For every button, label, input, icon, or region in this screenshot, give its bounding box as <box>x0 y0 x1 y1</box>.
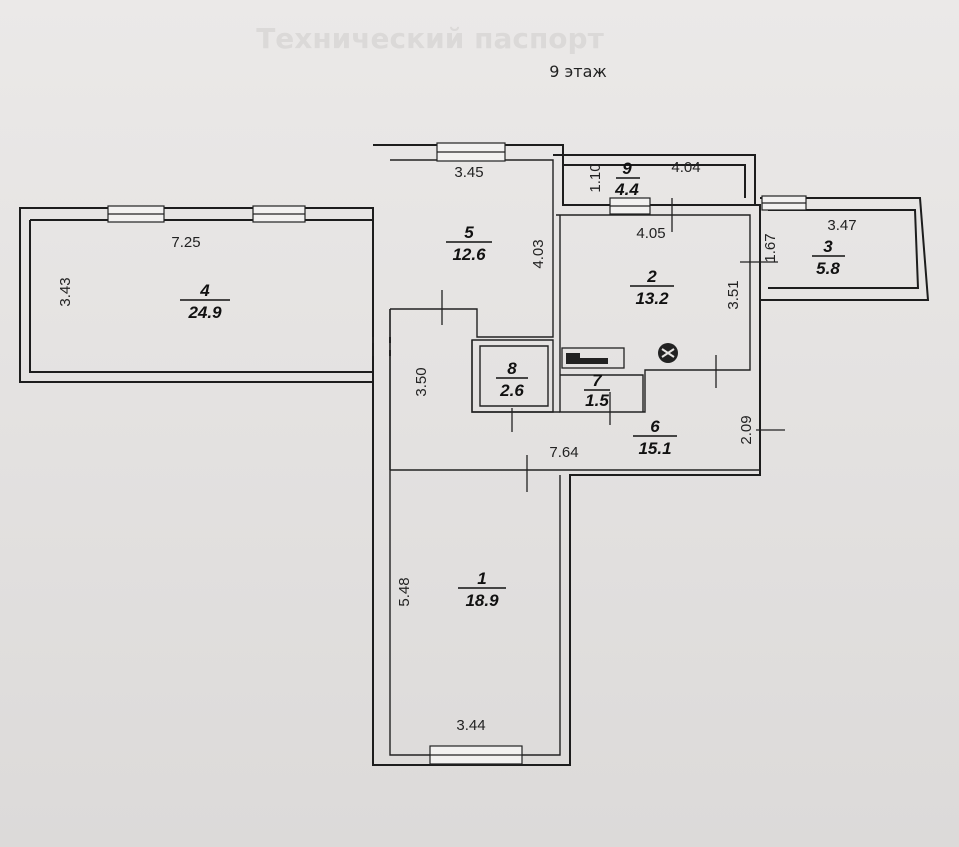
room-3-walls <box>760 197 930 301</box>
sink-icon <box>566 353 608 364</box>
room-number: 5 <box>464 223 474 242</box>
room-area: 4.4 <box>614 180 639 199</box>
walls <box>19 144 930 766</box>
dim-room-6-depth: 2.09 <box>738 415 755 444</box>
dim-room-3-depth: 1.67 <box>762 233 779 262</box>
dim-room-9-depth: 1.10 <box>587 163 604 192</box>
dim-room-5-width: 3.45 <box>454 164 483 181</box>
room-area: 2.6 <box>499 381 524 400</box>
sink-counter <box>561 347 625 369</box>
room-9-label: 9 4.4 <box>614 159 640 199</box>
room-number: 2 <box>646 267 657 286</box>
kitchen-equipment <box>561 343 678 369</box>
room-number: 1 <box>477 569 486 588</box>
door-ticks <box>441 198 785 492</box>
dimensions: 7.25 3.43 3.45 4.03 4.04 1.10 4.05 3.51 … <box>57 159 857 734</box>
room-2-label: 2 13.2 <box>630 267 674 308</box>
windows <box>107 142 807 765</box>
room-number: 3 <box>823 237 833 256</box>
room-8-inner <box>479 345 549 407</box>
room-area: 5.8 <box>816 259 840 278</box>
room-7-walls <box>560 374 644 412</box>
room-1-label: 1 18.9 <box>458 569 506 610</box>
dim-room-9-width: 4.04 <box>671 159 700 176</box>
room-6-label: 6 15.1 <box>633 417 677 458</box>
room-number: 4 <box>199 281 210 300</box>
room-area: 12.6 <box>452 245 486 264</box>
dim-room-1-width: 3.44 <box>456 717 485 734</box>
room-labels: 4 24.9 5 12.6 9 4.4 2 13.2 3 5.8 8 2.6 <box>180 159 845 610</box>
room-area: 1.5 <box>585 391 609 410</box>
doorway-dashes <box>372 337 391 356</box>
room-number: 8 <box>507 359 517 378</box>
floor-label: 9 этаж <box>549 62 607 81</box>
dim-room-2-width: 4.05 <box>636 225 665 242</box>
room-9-walls <box>553 154 756 205</box>
dim-room-1-depth: 5.48 <box>396 577 413 606</box>
room-area: 24.9 <box>187 303 222 322</box>
room-area: 18.9 <box>465 591 499 610</box>
dim-hall-depth: 3.50 <box>413 367 430 396</box>
room-3-label: 3 5.8 <box>812 237 845 278</box>
background-title: Технический паспорт <box>256 22 604 55</box>
room-area: 13.2 <box>635 289 669 308</box>
dim-room-4-width: 7.25 <box>171 234 200 251</box>
room-number: 7 <box>592 371 603 390</box>
room-4-label: 4 24.9 <box>180 281 230 322</box>
room-5-inner-walls <box>390 159 554 338</box>
room-7-label: 7 1.5 <box>584 371 610 410</box>
room-number: 6 <box>650 417 660 436</box>
dim-room-3-width: 3.47 <box>827 217 856 234</box>
room-5-label: 5 12.6 <box>446 223 492 264</box>
room-8-label: 8 2.6 <box>496 359 528 400</box>
room-2-inner-walls <box>556 214 751 413</box>
dim-room-5-depth: 4.03 <box>530 239 547 268</box>
dim-room-2-depth: 3.51 <box>725 280 742 309</box>
dim-hall-width: 7.64 <box>549 444 578 461</box>
dim-room-4-depth: 3.43 <box>57 277 74 306</box>
room-area: 15.1 <box>638 439 671 458</box>
room-6-upper-wall <box>471 340 560 413</box>
room-number: 9 <box>622 159 632 178</box>
